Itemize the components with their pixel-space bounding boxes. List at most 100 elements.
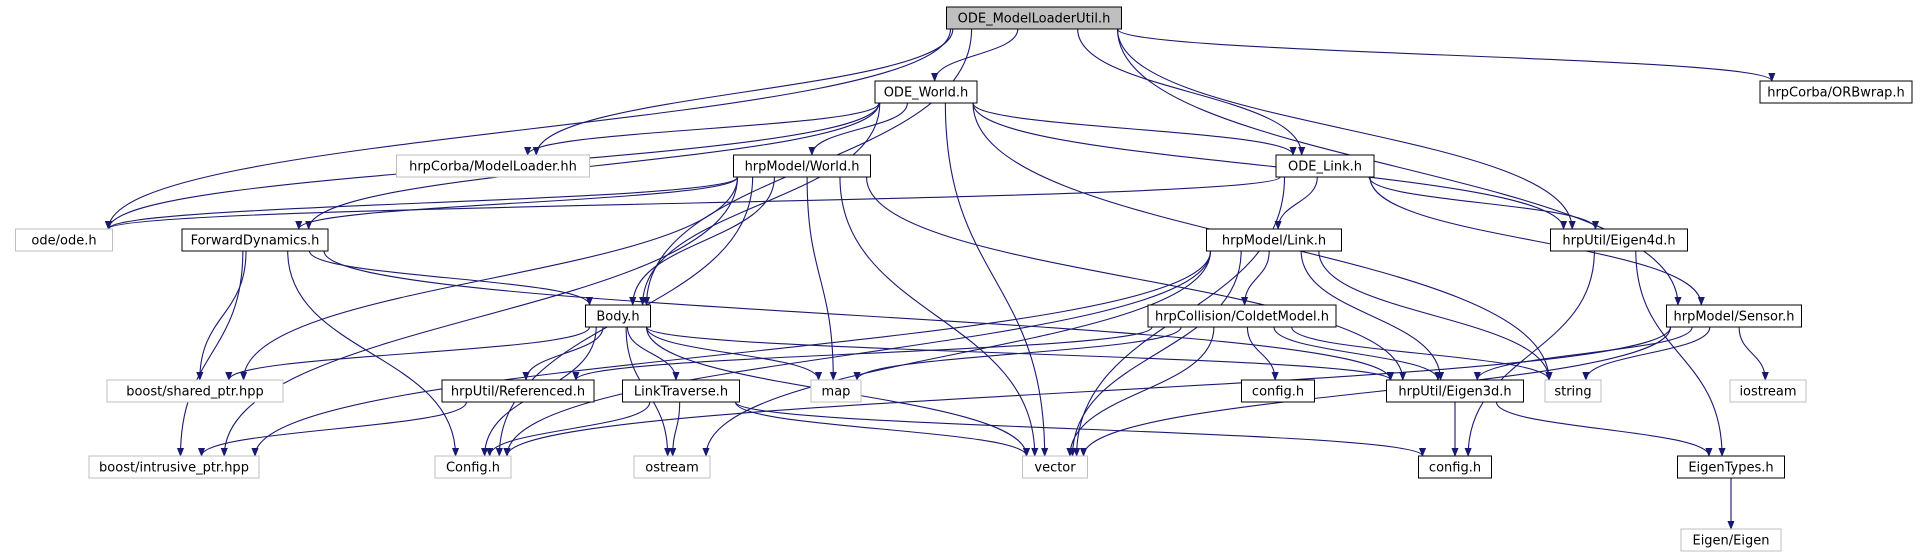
edge-ode_modelloaderutil-to-ode_world bbox=[931, 28, 1019, 82]
edge-hrpmodel_sensor-to-vector bbox=[1079, 326, 1672, 457]
node-config_h_util[interactable]: config.h bbox=[1418, 455, 1492, 479]
node-map: map bbox=[810, 379, 862, 403]
edge-line bbox=[1473, 326, 1693, 381]
edge-forwarddynamics-to-config_h_cap bbox=[287, 250, 460, 457]
node-hrpcorba_modelloader: hrpCorba/ModelLoader.hh bbox=[396, 154, 590, 178]
node-body[interactable]: Body.h bbox=[585, 304, 651, 328]
edge-forwarddynamics-to-body bbox=[308, 250, 594, 306]
node-ode_link[interactable]: ODE_Link.h bbox=[1275, 154, 1375, 178]
node-hrpmodel_link[interactable]: hrpModel/Link.h bbox=[1206, 228, 1342, 252]
edge-ode_world-to-ode_link bbox=[972, 102, 1297, 156]
node-hrputil_referenced[interactable]: hrpUtil/Referenced.h bbox=[441, 379, 595, 403]
edge-line bbox=[486, 401, 651, 457]
edge-line bbox=[225, 326, 591, 381]
edge-ode_link-to-hrpmodel_sensor bbox=[1369, 176, 1705, 306]
node-label: hrpUtil/Eigen4d.h bbox=[1562, 234, 1675, 249]
edge-forwarddynamics-to-hrputil_eigen3d bbox=[323, 250, 1394, 381]
edge-ode_link-to-ode_ode bbox=[105, 176, 1281, 230]
node-label: ODE_ModelLoaderUtil.h bbox=[958, 12, 1111, 27]
edge-line bbox=[239, 176, 739, 381]
edge-line bbox=[524, 102, 880, 156]
node-box bbox=[1666, 304, 1802, 328]
edge-line bbox=[669, 401, 681, 457]
node-box bbox=[1386, 379, 1524, 403]
edge-line bbox=[1116, 28, 1682, 306]
node-hrpmodel_sensor[interactable]: hrpModel/Sensor.h bbox=[1666, 304, 1802, 328]
edge-linktraverse-to-vector bbox=[734, 401, 1031, 457]
node-hrpcorba_orbwrap[interactable]: hrpCorba/ORBwrap.h bbox=[1759, 80, 1913, 104]
edge-line bbox=[1116, 28, 1576, 230]
node-box bbox=[396, 154, 590, 178]
edge-hrpmodel_world-to-hrputil_eigen3d bbox=[865, 176, 1407, 381]
node-vector: vector bbox=[1022, 455, 1088, 479]
edge-hrpcollision_coldetmodel-to-hrputil_referenced bbox=[572, 326, 1153, 381]
edge-line bbox=[839, 176, 1039, 457]
edge-hrputil_eigen4d-to-config_h_util bbox=[1464, 250, 1595, 457]
node-box bbox=[810, 379, 862, 403]
node-label: EigenTypes.h bbox=[1688, 461, 1773, 476]
edge-line bbox=[220, 176, 739, 457]
node-box bbox=[181, 228, 329, 252]
edge-hrpmodel_link-to-hrputil_eigen3d bbox=[1300, 250, 1445, 381]
edge-hrpmodel_sensor-to-iostream bbox=[1738, 326, 1769, 381]
node-forwarddynamics[interactable]: ForwardDynamics.h bbox=[181, 228, 329, 252]
edge-line bbox=[572, 326, 1153, 381]
node-label: config.h bbox=[1429, 461, 1481, 476]
edge-line bbox=[305, 102, 880, 230]
edge-ode_world-to-vector bbox=[944, 102, 1049, 457]
edge-hrpcollision_coldetmodel-to-map bbox=[853, 326, 1182, 381]
node-label: string bbox=[1554, 385, 1591, 400]
edge-hrpmodel_sensor-to-config_h_cap bbox=[503, 326, 1672, 457]
node-box bbox=[633, 455, 711, 479]
edge-line bbox=[972, 102, 1568, 230]
edge-line bbox=[1274, 176, 1318, 230]
node-string: string bbox=[1544, 379, 1602, 403]
node-label: hrpUtil/Eigen3d.h bbox=[1398, 385, 1511, 400]
edge-linktraverse-to-config_h_util bbox=[734, 401, 1426, 457]
node-boost_intrusive_ptr: boost/intrusive_ptr.hpp bbox=[88, 455, 260, 479]
edge-body-to-linktraverse bbox=[626, 326, 680, 381]
node-hrputil_eigen3d[interactable]: hrpUtil/Eigen3d.h bbox=[1386, 379, 1524, 403]
edge-hrpmodel_world-to-forwarddynamics bbox=[295, 176, 739, 230]
node-ode_modelloaderutil[interactable]: ODE_ModelLoaderUtil.h bbox=[946, 6, 1122, 30]
edge-line bbox=[808, 102, 908, 156]
node-box bbox=[1418, 455, 1492, 479]
node-label: hrpCorba/ORBwrap.h bbox=[1767, 86, 1905, 101]
edge-hrputil_referenced-to-boost_intrusive_ptr bbox=[197, 401, 467, 457]
edge-hrpmodel_world-to-boost_shared_ptr bbox=[239, 176, 739, 381]
node-box bbox=[1544, 379, 1602, 403]
node-eigentypes[interactable]: EigenTypes.h bbox=[1677, 455, 1785, 479]
edge-line bbox=[503, 326, 1672, 457]
node-ode_ode: ode/ode.h bbox=[15, 228, 113, 252]
edge-hrpmodel_world-to-vector bbox=[839, 176, 1039, 457]
edge-line bbox=[1635, 250, 1726, 457]
edge-hrpmodel_world-to-map bbox=[806, 176, 837, 381]
edge-hrpmodel_world-to-ode_ode bbox=[105, 176, 739, 230]
node-iostream: iostream bbox=[1729, 379, 1807, 403]
edge-line bbox=[196, 250, 247, 381]
node-ode_world[interactable]: ODE_World.h bbox=[874, 80, 978, 104]
node-label: Eigen/Eigen bbox=[1692, 534, 1769, 549]
edge-hrpmodel_world-to-boost_intrusive_ptr bbox=[220, 176, 739, 457]
edge-ode_link-to-hrpmodel_link bbox=[1274, 176, 1318, 230]
edge-line bbox=[1116, 28, 1776, 82]
edge-linktraverse-to-ostream bbox=[669, 401, 681, 457]
node-hrpcollision_coldetmodel[interactable]: hrpCollision/ColdetModel.h bbox=[1147, 304, 1337, 328]
node-box bbox=[106, 379, 284, 403]
edge-ode_world-to-forwarddynamics bbox=[305, 102, 880, 230]
node-linktraverse[interactable]: LinkTraverse.h bbox=[622, 379, 740, 403]
edge-ode_world-to-hrputil_eigen4d bbox=[972, 102, 1568, 230]
node-box bbox=[585, 304, 651, 328]
edge-line bbox=[1273, 326, 1442, 381]
node-hrpmodel_world[interactable]: hrpModel/World.h bbox=[733, 154, 871, 178]
edge-line bbox=[105, 176, 739, 230]
node-label: ode/ode.h bbox=[31, 234, 96, 249]
node-boost_shared_ptr: boost/shared_ptr.hpp bbox=[106, 379, 284, 403]
node-hrputil_eigen4d[interactable]: hrpUtil/Eigen4d.h bbox=[1550, 228, 1688, 252]
edge-line bbox=[865, 176, 1407, 381]
edge-line bbox=[702, 250, 1212, 457]
node-eigen_eigen: Eigen/Eigen bbox=[1680, 528, 1782, 552]
node-label: hrpCorba/ModelLoader.hh bbox=[409, 160, 577, 175]
edge-line bbox=[197, 401, 467, 457]
node-config_h_small[interactable]: config.h bbox=[1241, 379, 1315, 403]
